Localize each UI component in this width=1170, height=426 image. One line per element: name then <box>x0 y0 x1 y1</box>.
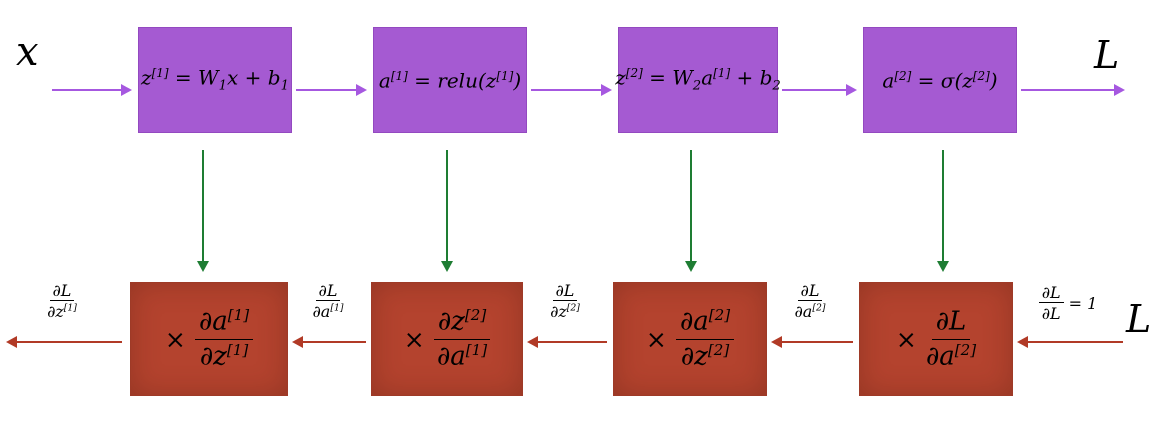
arrow-shaft <box>1028 340 1123 344</box>
down-arrow-3 <box>684 150 698 272</box>
backward-box-dL-da2: × ∂L ∂a[2] <box>859 282 1013 396</box>
backward-box-dz2-da1: × ∂z[2] ∂a[1] <box>371 282 523 396</box>
forward-box-a1: a[1] = relu(z[1]) <box>373 27 527 133</box>
arrow-head-icon <box>937 261 949 272</box>
arrow-head-icon <box>121 84 132 96</box>
arrow-head-icon <box>846 84 857 96</box>
down-arrow-4 <box>936 150 950 272</box>
loss-label-top: L <box>1094 33 1120 77</box>
gradient-label-dL-da1: ∂L ∂a[1] <box>290 281 366 321</box>
arrow-head-icon <box>197 261 209 272</box>
fraction: ∂z[2] ∂a[1] <box>433 306 491 373</box>
multiply-sign: × <box>164 324 186 354</box>
gradient-label-dL-dL: ∂L ∂L = 1 <box>1012 283 1124 323</box>
fraction: ∂L ∂a[2] <box>925 306 977 372</box>
fraction: ∂L ∂z[2] <box>550 281 580 322</box>
arrow-head-icon <box>356 84 367 96</box>
gradient-label-dL-dz1: ∂L ∂z[1] <box>24 281 100 321</box>
arrow-shaft <box>17 340 122 344</box>
arrow-shaft <box>445 150 449 261</box>
gradient-label-dL-da2: ∂L ∂a[2] <box>772 281 848 321</box>
arrow-shaft <box>303 340 366 344</box>
formula-a2: a[2] = σ(z[2]) <box>882 68 998 93</box>
arrow-shaft <box>782 340 853 344</box>
multiply-sign: × <box>895 324 917 354</box>
backward-box-da2-dz2: × ∂a[2] ∂z[2] <box>613 282 767 396</box>
arrow-shaft <box>52 88 121 92</box>
forward-box-z2: z[2] = W2a[1] + b2 <box>615 27 781 133</box>
forward-arrow-1 <box>296 83 367 97</box>
backward-arrow-out <box>6 335 122 349</box>
loss-label-bottom: L <box>1126 297 1152 341</box>
gradient-label-dL-dz2: ∂L ∂z[2] <box>527 281 603 321</box>
forward-box-z1: z[1] = W1x + b1 <box>138 27 292 133</box>
backward-arrow-1 <box>292 335 366 349</box>
arrow-head-icon <box>441 261 453 272</box>
backward-box-da1-dz1: × ∂a[1] ∂z[1] <box>130 282 288 396</box>
arrow-head-icon <box>527 336 538 348</box>
fraction: ∂a[1] ∂z[1] <box>194 306 254 373</box>
arrow-shaft <box>941 150 945 261</box>
backward-arrow-3 <box>771 335 853 349</box>
arrow-head-icon <box>601 84 612 96</box>
backward-arrow-4 <box>1017 335 1123 349</box>
fraction: ∂L ∂a[2] <box>794 281 826 322</box>
backward-arrow-2 <box>527 335 607 349</box>
fraction: ∂L ∂a[1] <box>312 281 344 322</box>
arrow-head-icon <box>1114 84 1125 96</box>
arrow-head-icon <box>1017 336 1028 348</box>
forward-box-a2: a[2] = σ(z[2]) <box>863 27 1017 133</box>
arrow-head-icon <box>292 336 303 348</box>
arrow-shaft <box>296 88 356 92</box>
multiply-sign: × <box>645 324 667 354</box>
down-arrow-2 <box>440 150 454 272</box>
formula-z1: z[1] = W1x + b1 <box>141 65 289 94</box>
multiply-sign: × <box>403 324 425 354</box>
fraction: ∂L ∂L <box>1038 283 1064 323</box>
down-arrow-1 <box>196 150 210 272</box>
arrow-shaft <box>531 88 601 92</box>
fraction: ∂L ∂z[1] <box>47 281 77 322</box>
arrow-shaft <box>201 150 205 261</box>
forward-arrow-input <box>52 83 132 97</box>
arrow-shaft <box>538 340 607 344</box>
arrow-shaft <box>1021 88 1114 92</box>
forward-arrow-2 <box>531 83 612 97</box>
arrow-shaft <box>689 150 693 261</box>
arrow-head-icon <box>771 336 782 348</box>
forward-arrow-3 <box>782 83 857 97</box>
arrow-head-icon <box>6 336 17 348</box>
formula-a1: a[1] = relu(z[1]) <box>378 68 522 93</box>
arrow-shaft <box>782 88 846 92</box>
arrow-head-icon <box>685 261 697 272</box>
input-label-x: x <box>16 29 39 75</box>
fraction: ∂a[2] ∂z[2] <box>675 306 735 373</box>
forward-arrow-output <box>1021 83 1125 97</box>
formula-z2: z[2] = W2a[1] + b2 <box>615 65 781 94</box>
